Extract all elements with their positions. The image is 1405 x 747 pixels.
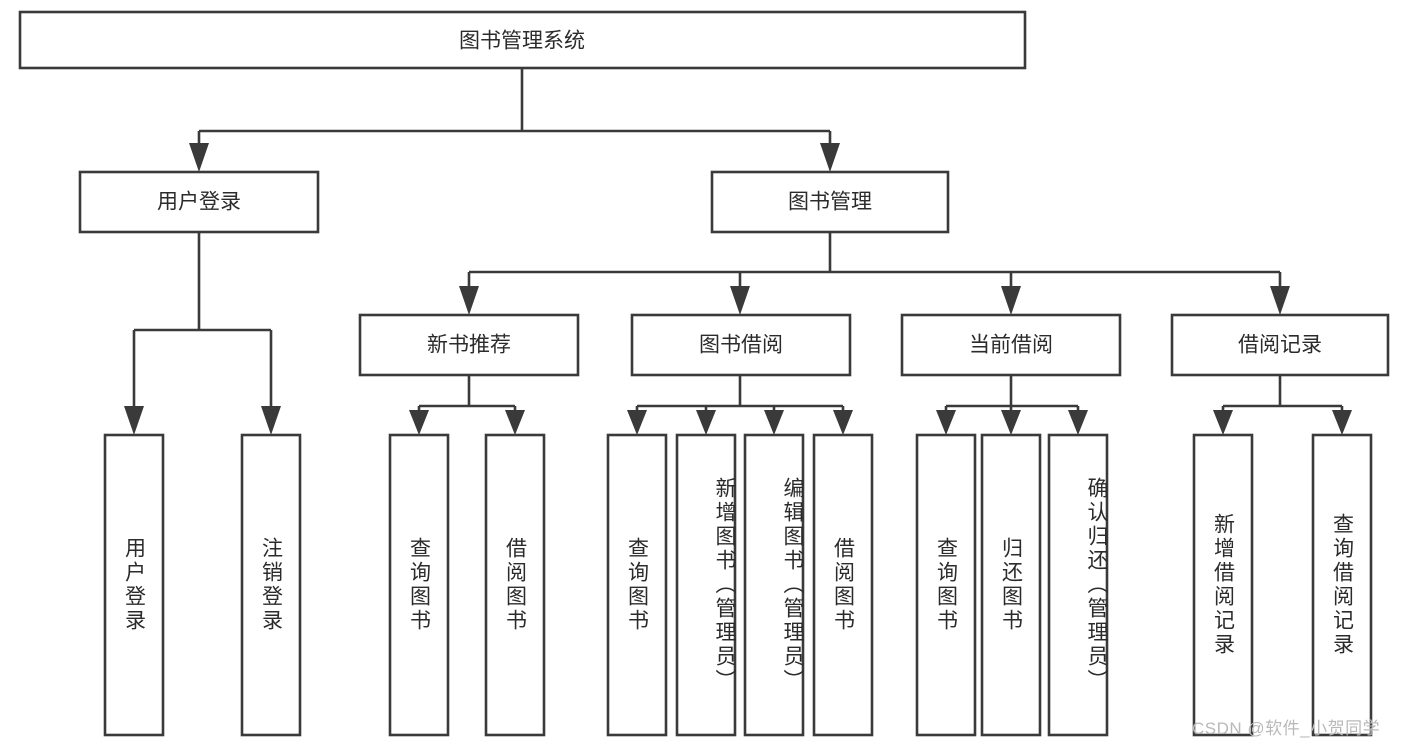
arrow-to-leaf-query-book-1 xyxy=(409,410,429,435)
node-borrow-record-box[interactable] xyxy=(1170,313,1390,377)
node-new-book-rec-label: 新书推荐 xyxy=(427,334,511,357)
node-leaf-borrow-book-2-box[interactable] xyxy=(812,433,874,737)
node-user-login-box[interactable] xyxy=(78,170,320,234)
arrow-to-leaf-return-book xyxy=(1001,410,1021,435)
node-leaf-add-record-box[interactable] xyxy=(1192,433,1254,737)
connector-layer xyxy=(124,68,1352,435)
node-book-borrow-box[interactable] xyxy=(630,313,852,377)
arrow-to-leaf-add-book xyxy=(696,410,716,435)
arrow-to-leaf-edit-book xyxy=(764,410,784,435)
node-leaf-user-logout-box[interactable] xyxy=(240,433,302,737)
node-user-login-label: 用户登录 xyxy=(157,191,241,214)
arrow-to-leaf-confirm-return xyxy=(1068,410,1088,435)
node-layer: 图书管理系统 用户登录 图书管理 新书推荐 图书借阅 当前借阅 借阅记录 xyxy=(18,10,1390,737)
node-current-borrow-label: 当前借阅 xyxy=(969,334,1053,357)
node-book-manage-box[interactable] xyxy=(710,170,950,234)
node-leaf-borrow-book-1-box[interactable] xyxy=(484,433,546,737)
watermark-text: CSDN @软件_小贺同学 xyxy=(1192,719,1381,738)
node-borrow-record-label: 借阅记录 xyxy=(1238,334,1322,357)
node-root-box[interactable] xyxy=(18,10,1027,70)
arrow-to-book-borrow xyxy=(730,286,750,315)
arrow-to-leaf-user-logout xyxy=(261,406,281,435)
arrow-to-leaf-query-book-3 xyxy=(936,410,956,435)
node-leaf-query-book-2-box[interactable] xyxy=(606,433,668,737)
arrow-to-new-book-rec xyxy=(459,286,479,315)
node-leaf-query-record-box[interactable] xyxy=(1311,433,1373,737)
node-leaf-return-book-box[interactable] xyxy=(980,433,1042,737)
node-leaf-query-book-1-box[interactable] xyxy=(388,433,450,737)
node-leaf-confirm-return-box[interactable] xyxy=(1047,433,1109,737)
arrow-to-leaf-user-login xyxy=(124,406,144,435)
arrow-to-borrow-record xyxy=(1270,286,1290,315)
node-root-label: 图书管理系统 xyxy=(459,30,585,53)
node-book-borrow-label: 图书借阅 xyxy=(699,334,783,357)
node-new-book-rec-box[interactable] xyxy=(358,313,580,377)
node-leaf-user-login-box[interactable] xyxy=(103,433,165,737)
arrow-to-leaf-add-record xyxy=(1213,410,1233,435)
node-current-borrow-box[interactable] xyxy=(900,313,1122,377)
arrow-to-book-manage xyxy=(820,143,840,172)
node-book-manage-label: 图书管理 xyxy=(788,191,872,214)
node-leaf-query-book-3-box[interactable] xyxy=(915,433,977,737)
arrow-to-leaf-borrow-book-1 xyxy=(505,410,525,435)
arrow-to-leaf-query-record xyxy=(1332,410,1352,435)
arrow-to-leaf-borrow-book-2 xyxy=(833,410,853,435)
node-leaf-edit-book-box[interactable] xyxy=(743,433,805,737)
arrow-to-user-login xyxy=(189,143,209,172)
arrow-to-current-borrow xyxy=(1001,286,1021,315)
node-leaf-add-book-box[interactable] xyxy=(675,433,737,737)
arrow-to-leaf-query-book-2 xyxy=(627,410,647,435)
